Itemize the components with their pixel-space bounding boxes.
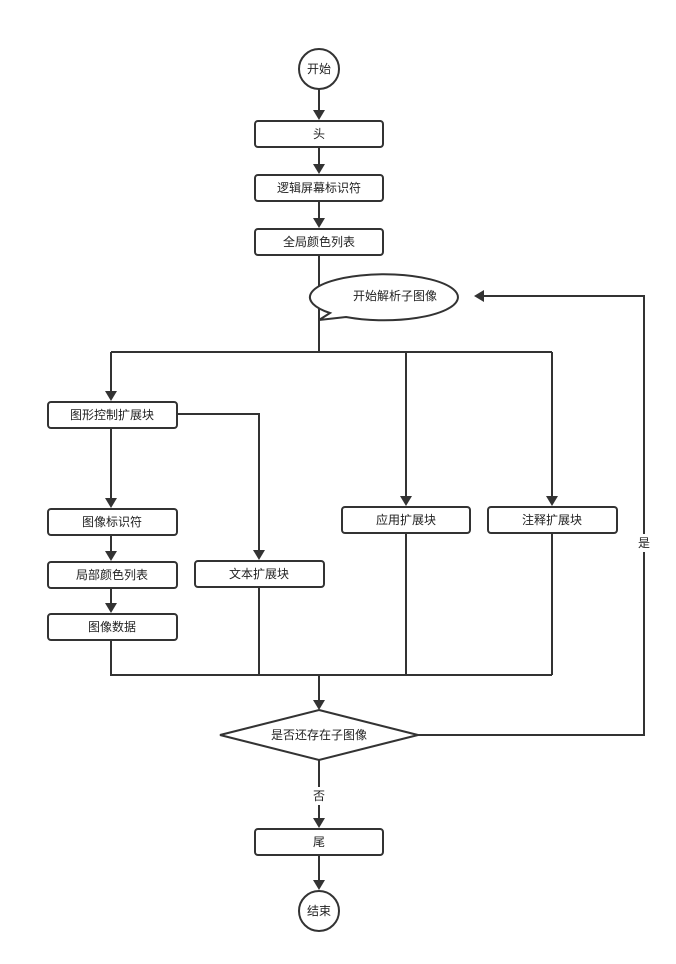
node-decision-more-subimages: 是否还存在子图像	[219, 708, 419, 762]
edge-gce-to-text-ext	[177, 413, 260, 552]
node-trailer: 尾	[254, 828, 384, 856]
node-header-label: 头	[313, 127, 325, 141]
node-start: 开始	[298, 48, 340, 90]
node-graphic-control-extension: 图形控制扩展块	[47, 401, 178, 429]
node-global-color-table: 全局颜色列表	[254, 228, 384, 256]
node-logical-screen-descriptor-label: 逻辑屏幕标识符	[277, 180, 361, 195]
node-global-color-table-label: 全局颜色列表	[283, 234, 355, 249]
arrowhead	[313, 700, 325, 710]
node-image-descriptor-label: 图像标识符	[82, 514, 142, 529]
node-end: 结束	[298, 890, 340, 932]
arrowhead	[105, 391, 117, 401]
arrowhead	[313, 218, 325, 228]
arrowhead	[105, 603, 117, 613]
callout-start-parse-subimage: 开始解析子图像	[308, 273, 459, 322]
node-comment-extension: 注释扩展块	[487, 506, 618, 534]
arrowhead	[474, 290, 484, 302]
edge-image-data-to-merge	[110, 640, 552, 676]
arrowhead	[546, 496, 558, 506]
node-local-color-table: 局部颜色列表	[47, 561, 178, 589]
node-application-extension-label: 应用扩展块	[376, 512, 436, 527]
arrowhead	[313, 818, 325, 828]
node-end-label: 结束	[307, 904, 331, 918]
node-logical-screen-descriptor: 逻辑屏幕标识符	[254, 174, 384, 202]
node-image-data: 图像数据	[47, 613, 178, 641]
node-graphic-control-extension-label: 图形控制扩展块	[70, 408, 154, 422]
node-header: 头	[254, 120, 384, 148]
arrowhead	[253, 550, 265, 560]
arrowhead	[313, 164, 325, 174]
node-local-color-table-label: 局部颜色列表	[76, 567, 148, 582]
node-trailer-label: 尾	[313, 835, 325, 849]
branch-yes: 是	[634, 534, 654, 552]
arrowhead	[313, 110, 325, 120]
callout-start-parse-subimage-label: 开始解析子图像	[353, 289, 437, 303]
edge-yes-loop	[418, 295, 645, 736]
arrowhead	[400, 496, 412, 506]
arrowhead	[105, 498, 117, 508]
node-application-extension: 应用扩展块	[341, 506, 471, 534]
branch-yes-label: 是	[638, 536, 650, 550]
branch-no: 否	[309, 787, 329, 805]
node-start-label: 开始	[307, 62, 331, 76]
branch-no-label: 否	[313, 789, 325, 803]
node-comment-extension-label: 注释扩展块	[522, 512, 582, 527]
node-plain-text-extension-label: 文本扩展块	[229, 566, 289, 581]
arrowhead	[105, 551, 117, 561]
arrowhead	[313, 880, 325, 890]
node-image-data-label: 图像数据	[88, 619, 136, 634]
node-image-descriptor: 图像标识符	[47, 508, 178, 536]
node-plain-text-extension: 文本扩展块	[194, 560, 325, 588]
connectors	[105, 89, 645, 890]
node-decision-more-subimages-label: 是否还存在子图像	[271, 728, 367, 742]
